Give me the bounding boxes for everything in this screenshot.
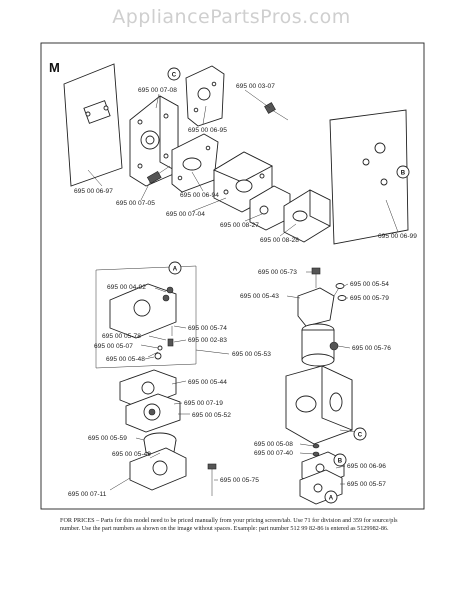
valve-cylinder xyxy=(301,323,339,367)
part-label: 695 00 05-07 xyxy=(94,343,133,350)
callout-c-bottom: C xyxy=(358,432,363,438)
callout-c-top: C xyxy=(172,72,177,78)
part-label: 695 00 05-73 xyxy=(258,269,297,276)
part-label: 695 00 05-79 xyxy=(350,295,389,302)
part-label: 695 00 07-04 xyxy=(166,211,205,218)
part-label: 695 00 08-28 xyxy=(260,237,299,244)
part-label: 695 00 05-53 xyxy=(232,351,271,358)
part-label: 695 00 07-19 xyxy=(184,400,223,407)
part-label: 695 00 03-07 xyxy=(236,83,275,90)
carburetor-body xyxy=(129,95,179,187)
callout-a-left: A xyxy=(173,266,178,272)
small-washers xyxy=(335,283,347,301)
carburetor-housing xyxy=(285,365,353,445)
part-label: 695 00 06-94 xyxy=(180,192,219,199)
part-label: 695 00 05-43 xyxy=(240,293,279,300)
part-label: 695 00 07-05 xyxy=(116,200,155,207)
part-label: 695 00 05-48 xyxy=(106,356,145,363)
part-label: 695 00 05-76 xyxy=(352,345,391,352)
part-label: 695 00 06-97 xyxy=(74,188,113,195)
part-label: 695 00 05-49 xyxy=(112,451,151,458)
part-label: 695 00 05-57 xyxy=(347,481,386,488)
watermark-logo-text: AppliancePartsPros.com xyxy=(112,6,351,28)
part-label: 695 00 05-78 xyxy=(102,333,141,340)
callout-a-bottom: A xyxy=(329,495,334,501)
long-screw xyxy=(207,463,217,496)
part-label: 695 00 08-27 xyxy=(220,222,259,229)
pump-diaphragm xyxy=(109,283,177,339)
part-label: 695 00 05-52 xyxy=(192,412,231,419)
bolt-top xyxy=(311,267,321,288)
part-label: 695 00 07-08 xyxy=(138,87,177,94)
part-label: 695 00 05-44 xyxy=(188,379,227,386)
pricing-note: FOR PRICES – Parts for this model need t… xyxy=(60,517,398,532)
lever-bracket xyxy=(297,285,341,327)
callout-b-bottom: B xyxy=(338,458,343,464)
part-label: 695 00 04-92 xyxy=(107,284,146,291)
screw-right xyxy=(339,429,357,433)
part-label: 695 00 05-08 xyxy=(254,441,293,448)
small-parts-mid xyxy=(312,443,320,457)
part-label: 695 00 07-11 xyxy=(68,491,107,498)
gasket-c xyxy=(185,65,225,127)
metering-diaphragm xyxy=(125,393,181,433)
screw-top xyxy=(264,102,289,121)
screw-part xyxy=(146,165,171,184)
part-label: 695 00 02-83 xyxy=(188,337,227,344)
gasket-right xyxy=(329,109,409,245)
section-label: M xyxy=(49,60,60,75)
part-label: 695 00 05-74 xyxy=(188,325,227,332)
gasket-08-27 xyxy=(249,185,291,231)
part-label: 695 00 05-75 xyxy=(220,477,259,484)
cover-plate xyxy=(129,447,187,491)
part-label: 695 00 06-95 xyxy=(188,127,227,134)
part-label: 695 00 06-96 xyxy=(347,463,386,470)
part-label: 695 00 07-40 xyxy=(254,450,293,457)
callout-b-top: B xyxy=(401,170,406,176)
diagram-frame xyxy=(40,42,425,510)
gasket-mid xyxy=(171,133,219,193)
part-label: 695 00 06-99 xyxy=(378,233,417,240)
kit-box xyxy=(95,265,197,369)
gasket-left xyxy=(63,63,123,187)
part-label: 695 00 05-59 xyxy=(88,435,127,442)
part-label: 695 00 05-54 xyxy=(350,281,389,288)
block-08-28 xyxy=(283,189,331,243)
